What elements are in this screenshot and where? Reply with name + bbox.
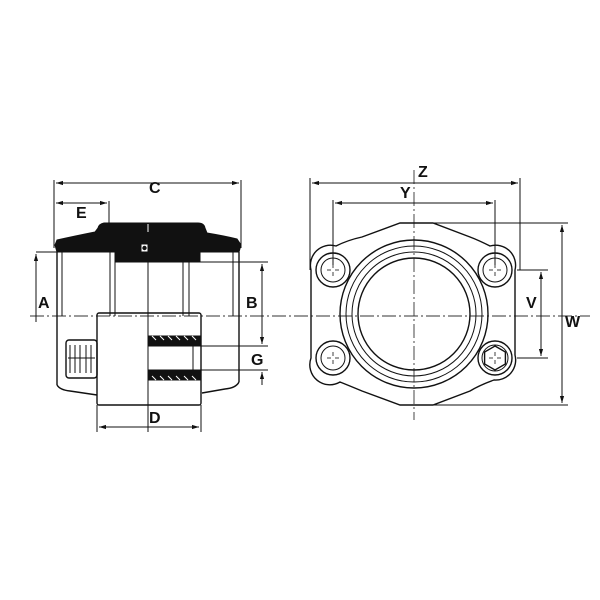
- set-screw-dot: [142, 245, 147, 251]
- label-z: Z: [418, 164, 428, 181]
- label-a: A: [38, 295, 50, 312]
- thread-lower: [147, 369, 201, 381]
- label-y: Y: [400, 185, 411, 202]
- flange-block: [96, 312, 202, 406]
- hex-bolt-icon: [483, 345, 507, 371]
- flange-outline: [309, 222, 517, 406]
- flange-ring-mid: [345, 245, 483, 383]
- body-lower-right: [201, 381, 240, 394]
- bolt-boss-tr: [477, 252, 513, 288]
- bolt-washer-br: [481, 344, 509, 372]
- union-nut-top: [54, 222, 242, 263]
- thread-upper: [147, 335, 201, 347]
- label-e: E: [76, 205, 87, 222]
- bolt-hole-tr: [482, 257, 508, 283]
- bolt-boss-tl: [315, 252, 351, 288]
- label-w: W: [565, 314, 581, 331]
- label-g: G: [251, 352, 263, 369]
- bolt-boss-bl: [315, 340, 351, 376]
- flange-ring-seal: [351, 251, 477, 377]
- label-b: B: [246, 295, 258, 312]
- label-d: D: [149, 410, 161, 427]
- side-view: C E A B G D: [30, 180, 590, 432]
- flange-bore: [357, 257, 471, 371]
- bolt-hole-tl: [320, 257, 346, 283]
- bolt-hole-bl: [320, 345, 346, 371]
- body-lower-left: [56, 384, 98, 396]
- label-c: C: [149, 180, 161, 197]
- flange-ring-outer: [339, 239, 489, 389]
- socket-screw-icon: [65, 339, 98, 379]
- front-view: Z Y V W: [309, 164, 581, 420]
- bolt-boss-br: [477, 340, 513, 376]
- label-v: V: [526, 295, 537, 312]
- crosshair-icons: [327, 264, 501, 364]
